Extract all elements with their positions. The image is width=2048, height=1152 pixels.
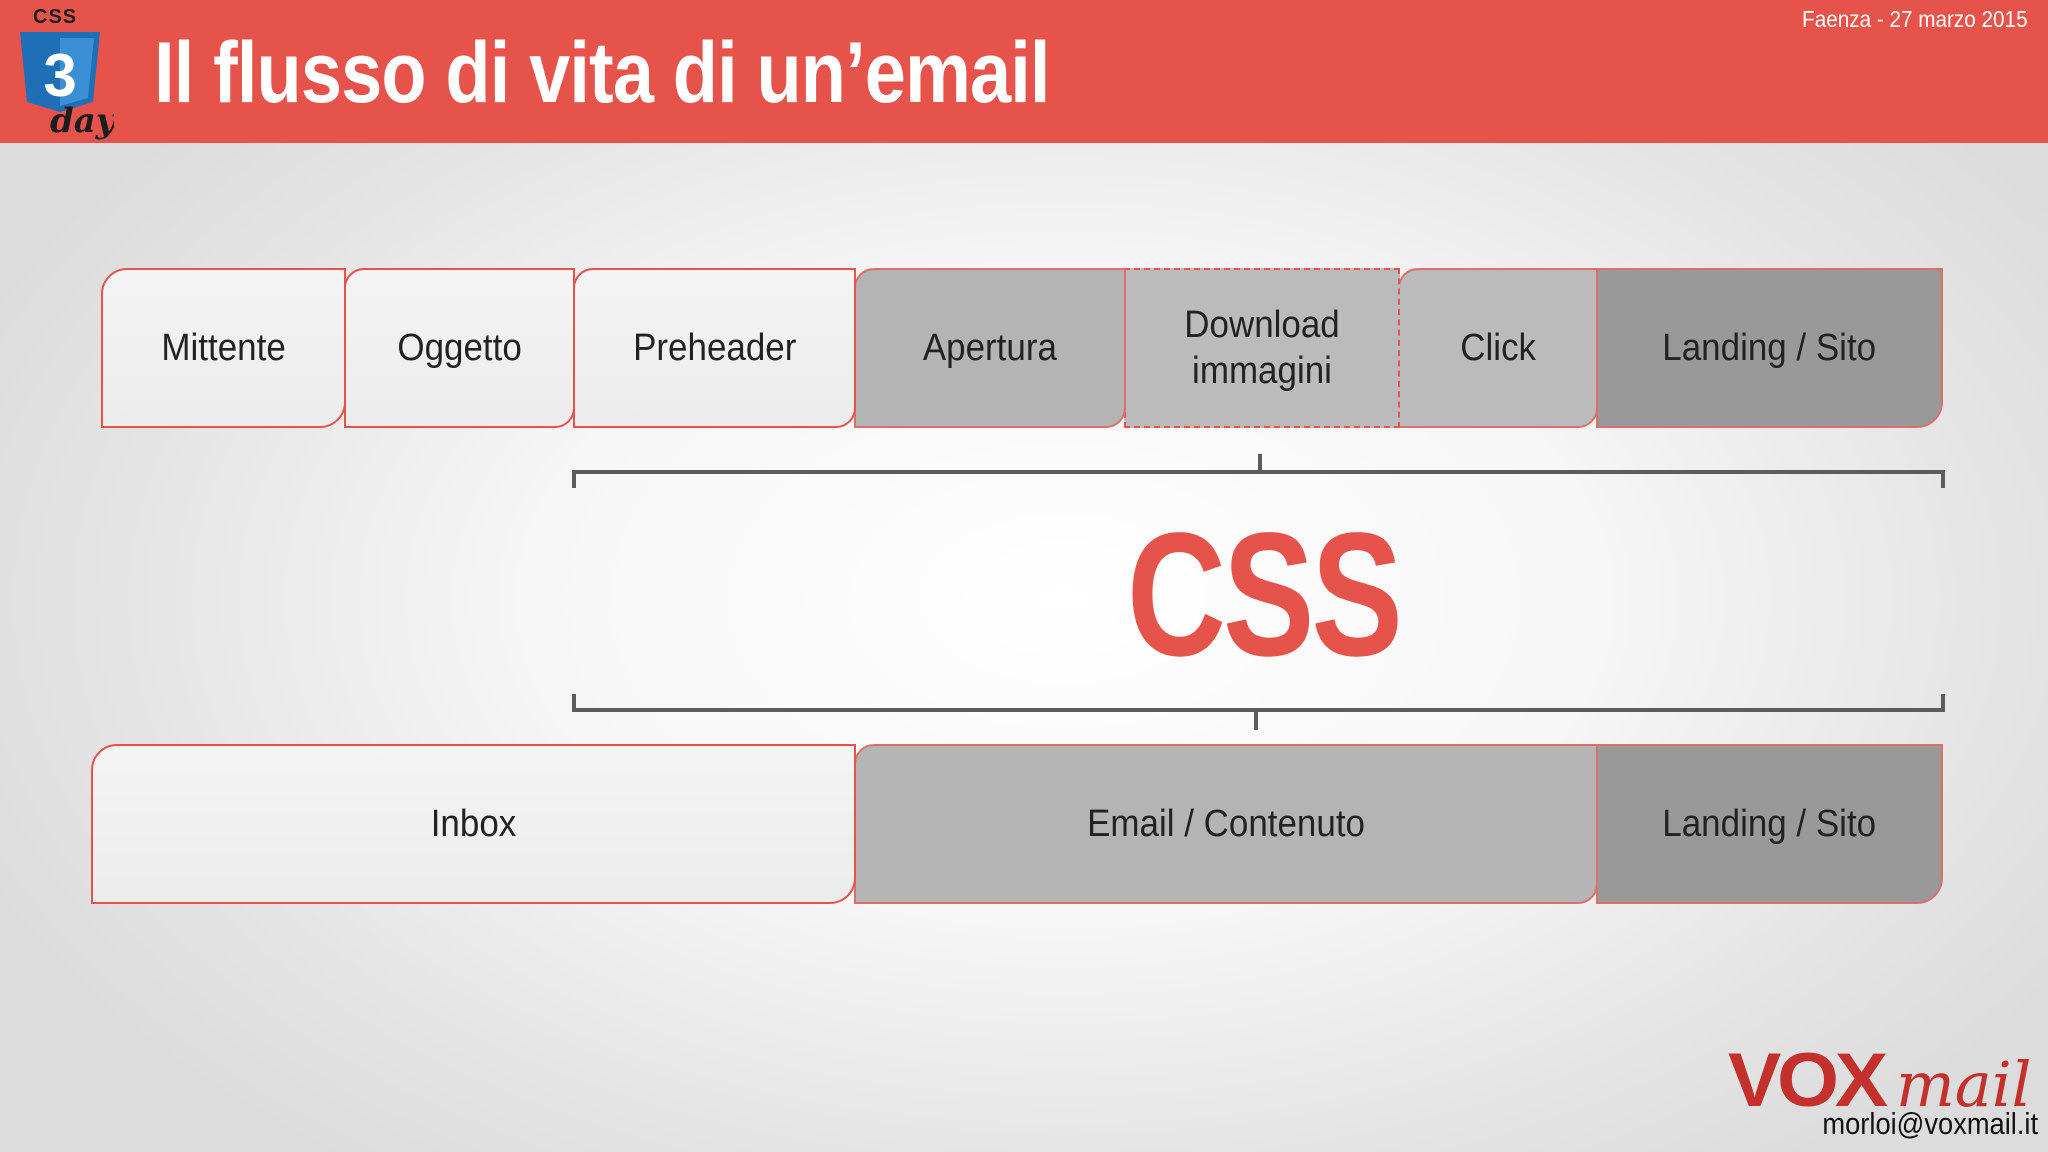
step-apertura-label: Apertura	[922, 326, 1058, 369]
logo-css-text: CSS	[33, 6, 77, 28]
step-preheader-label: Preheader	[632, 326, 797, 369]
phase-email-contenuto: Email / Contenuto	[854, 744, 1598, 904]
step-oggetto-label: Oggetto	[397, 326, 522, 369]
bottom-bracket	[572, 694, 1945, 730]
logo-number-text: 3	[43, 42, 76, 109]
phase-email-contenuto-label: Email / Contenuto	[1087, 802, 1365, 845]
step-click: Click	[1398, 268, 1598, 428]
slide-title: Il flusso di vita di un’email	[154, 25, 1050, 121]
contact-email: morloi@voxmail.it	[1822, 1106, 2038, 1141]
phase-inbox: Inbox	[91, 744, 856, 904]
phase-inbox-label: Inbox	[430, 802, 517, 845]
step-download-immagini-label: Download immagini	[1184, 303, 1340, 392]
event-date: Faenza - 27 marzo 2015	[1802, 6, 2028, 32]
step-mittente: Mittente	[101, 268, 346, 428]
top-bracket	[572, 454, 1945, 488]
css3-day-logo: CSS 3 day	[20, 6, 114, 141]
voxmail-logo-script: mail	[1896, 1048, 2031, 1114]
css-label: CSS	[1126, 497, 1403, 693]
header-bar: CSS 3 day Il flusso di vita di un’email …	[0, 0, 2048, 143]
step-apertura: Apertura	[854, 268, 1126, 428]
step-landing-sito: Landing / Sito	[1596, 268, 1943, 428]
step-mittente-label: Mittente	[161, 326, 286, 369]
phase-landing-sito-label: Landing / Sito	[1662, 802, 1877, 845]
logo-day-text: day	[50, 101, 114, 141]
voxmail-logo-bold: VOX	[1728, 1040, 1888, 1114]
step-preheader: Preheader	[573, 268, 856, 428]
step-landing-sito-label: Landing / Sito	[1662, 326, 1877, 369]
step-oggetto: Oggetto	[344, 268, 575, 428]
voxmail-logo: VOX mail	[1728, 1040, 2031, 1114]
step-download-immagini: Download immagini	[1124, 268, 1400, 428]
phase-landing-sito: Landing / Sito	[1596, 744, 1943, 904]
step-click-label: Click	[1460, 326, 1536, 369]
